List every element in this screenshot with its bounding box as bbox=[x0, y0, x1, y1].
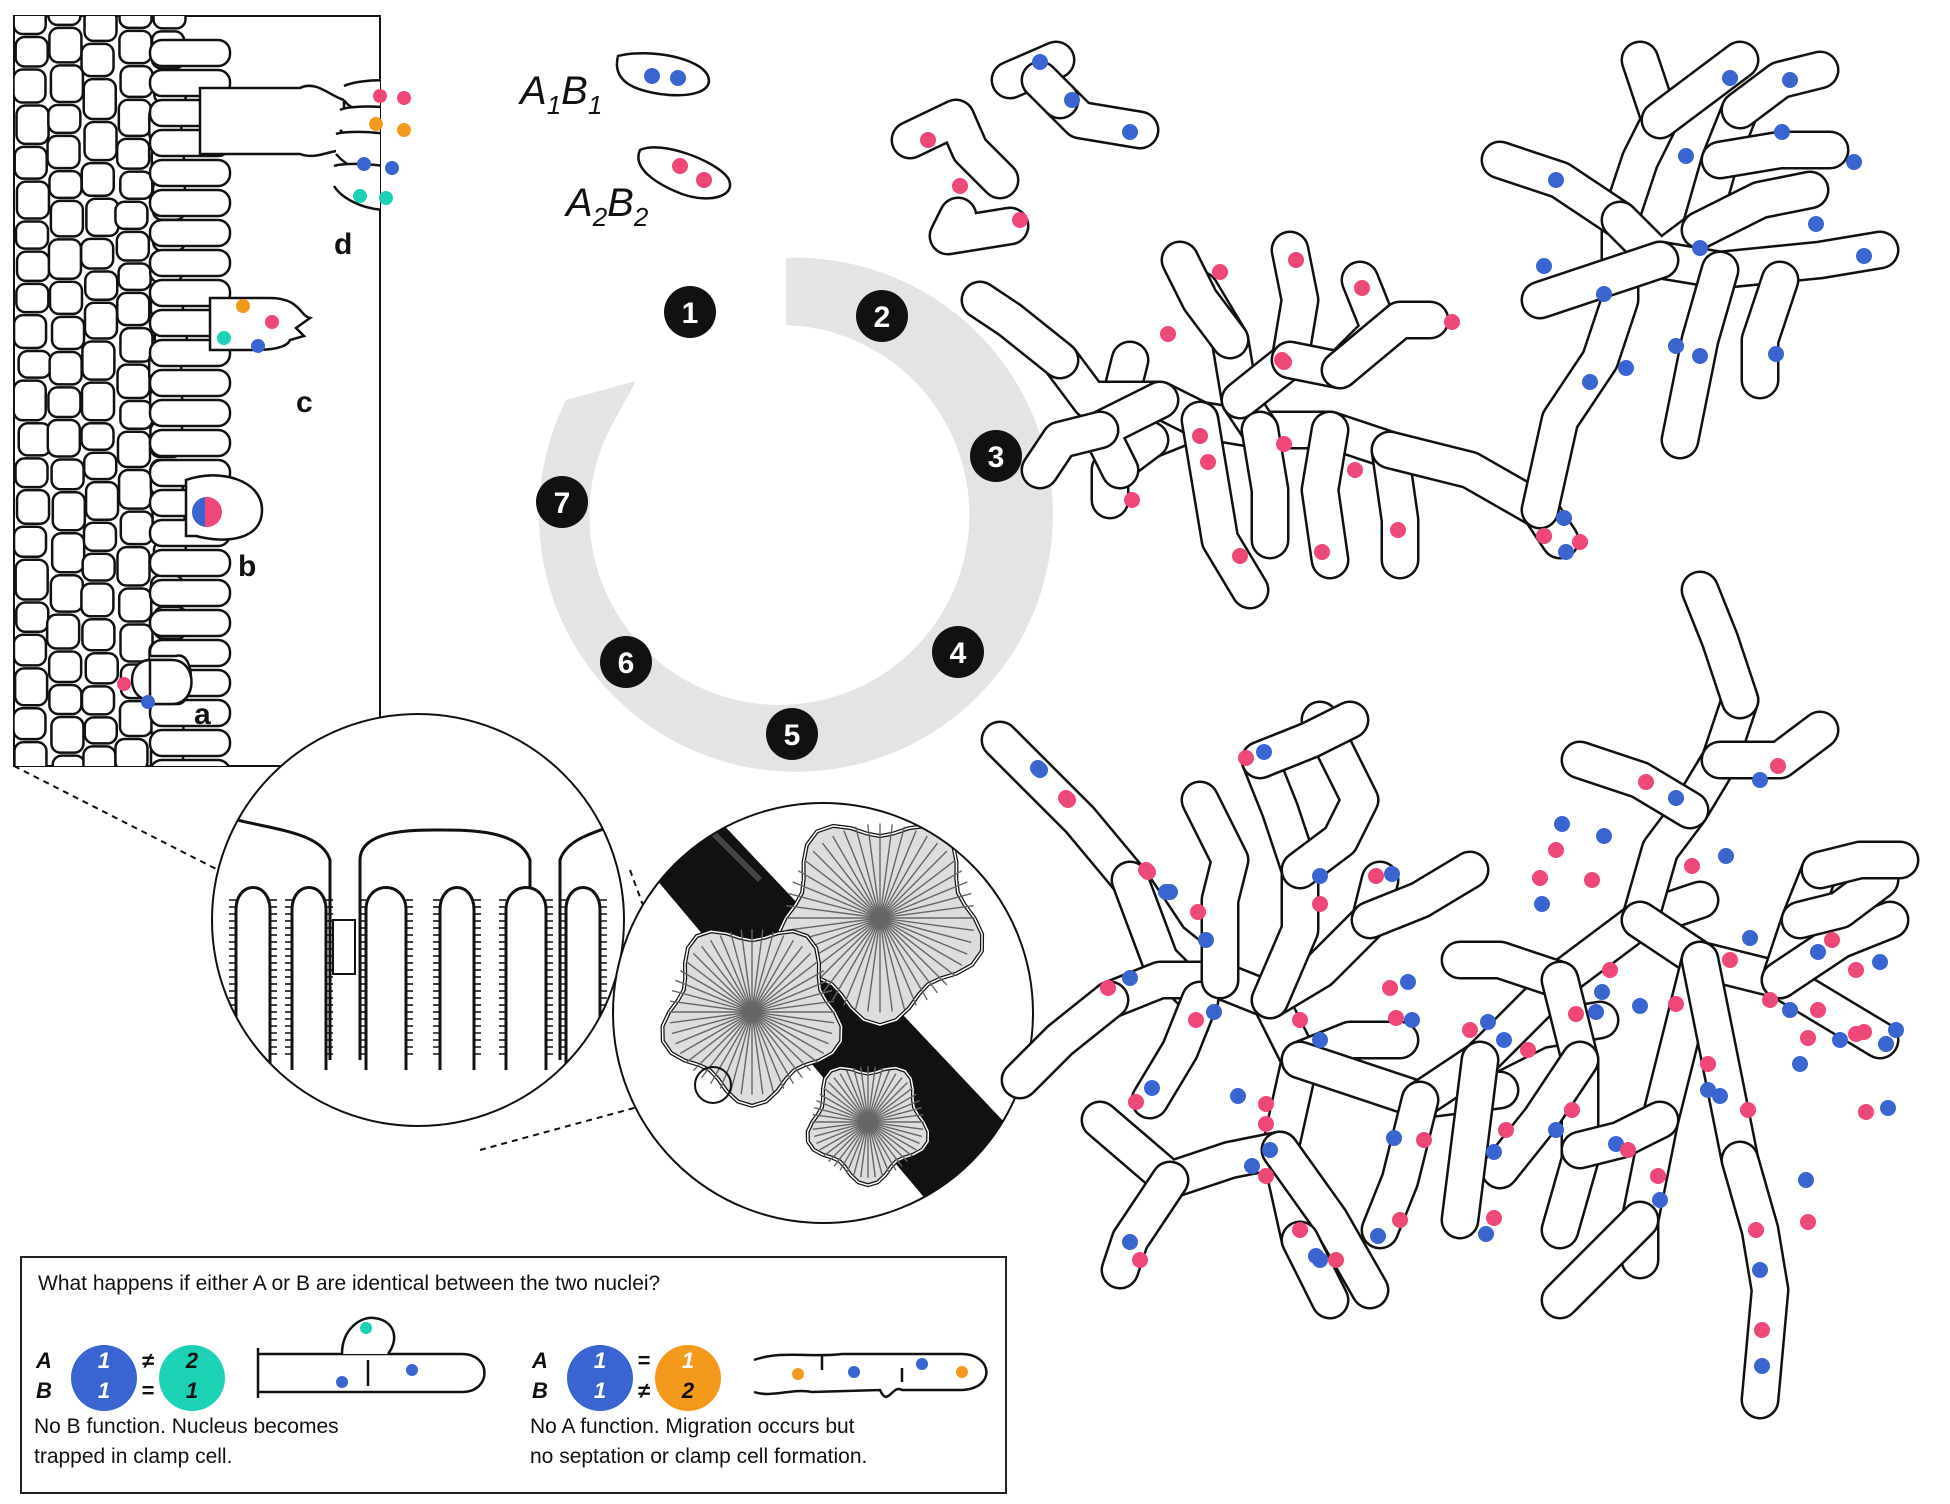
stage-marker-1: 1 bbox=[664, 286, 716, 338]
hyphae-network bbox=[890, 40, 1920, 1420]
mushroom-photo bbox=[612, 802, 1034, 1224]
svg-text:2: 2 bbox=[185, 1348, 199, 1373]
svg-text:B: B bbox=[532, 1378, 548, 1403]
stage-label: 5 bbox=[784, 719, 801, 752]
stage-markers: 1 2 3 4 5 6 7 bbox=[536, 286, 1022, 760]
svg-text:B: B bbox=[36, 1378, 52, 1403]
stage-label: 1 bbox=[682, 297, 699, 330]
case1-nucleus-blue bbox=[71, 1345, 137, 1411]
stage-marker-4: 4 bbox=[932, 626, 984, 678]
question-text: What happens if either A or B are identi… bbox=[38, 1272, 661, 1295]
svg-text:A2B2: A2B2 bbox=[564, 181, 649, 232]
letter-b: b bbox=[238, 550, 256, 583]
stage-marker-5: 5 bbox=[766, 708, 818, 760]
spore-2 bbox=[637, 146, 732, 200]
case1-caption: No B function. Nucleus becomes trapped i… bbox=[34, 1415, 339, 1468]
basidia-layer bbox=[130, 79, 380, 706]
stage-label: 6 bbox=[618, 647, 635, 680]
letter-c: c bbox=[296, 386, 313, 419]
life-cycle-ring: 1 2 3 4 5 6 7 bbox=[536, 257, 1053, 772]
svg-text:A: A bbox=[35, 1348, 52, 1373]
svg-text:1: 1 bbox=[98, 1378, 110, 1403]
stage-label: 7 bbox=[554, 487, 571, 520]
case1-hypha bbox=[256, 1316, 486, 1398]
info-graphics: A B 1 1 ≠ = 2 1 A B 1 1 = ≠ bbox=[35, 1316, 988, 1411]
genotype-labels: A1B1 A2B2 bbox=[518, 52, 732, 232]
inset-letters: a b c d bbox=[194, 228, 352, 731]
letter-d: d bbox=[334, 228, 352, 261]
letter-a: a bbox=[194, 698, 211, 731]
svg-text:≠: ≠ bbox=[142, 1348, 154, 1373]
hymenium-inset bbox=[13, 15, 381, 767]
svg-text:=: = bbox=[142, 1378, 155, 1403]
case2-genotype: A B 1 1 = ≠ 1 2 bbox=[531, 1345, 721, 1411]
svg-text:1: 1 bbox=[682, 1348, 694, 1373]
stage-marker-2: 2 bbox=[856, 290, 908, 342]
case2-hypha bbox=[753, 1352, 988, 1398]
svg-text:1: 1 bbox=[594, 1348, 606, 1373]
svg-text:1: 1 bbox=[186, 1378, 198, 1403]
svg-text:≠: ≠ bbox=[638, 1378, 650, 1403]
info-box: What happens if either A or B are identi… bbox=[20, 1256, 1007, 1494]
stage-label: 4 bbox=[950, 637, 967, 670]
nuclei bbox=[117, 54, 1904, 1374]
gill-cross-section bbox=[211, 713, 625, 1127]
case2-nucleus-blue bbox=[567, 1345, 633, 1411]
stage-label: 3 bbox=[988, 441, 1005, 474]
genotype1-a: A bbox=[518, 69, 547, 113]
tissue-cells bbox=[14, 16, 232, 766]
stage-marker-7: 7 bbox=[536, 476, 588, 528]
svg-text:1: 1 bbox=[98, 1348, 110, 1373]
genotype2-a: A bbox=[564, 181, 593, 225]
svg-text:=: = bbox=[638, 1348, 651, 1373]
stage-label: 2 bbox=[874, 301, 891, 334]
svg-text:1: 1 bbox=[594, 1378, 606, 1403]
svg-text:2: 2 bbox=[681, 1378, 695, 1403]
svg-text:A: A bbox=[531, 1348, 548, 1373]
case1-nucleus-teal bbox=[159, 1345, 225, 1411]
stage-marker-6: 6 bbox=[600, 636, 652, 688]
svg-text:A1B1: A1B1 bbox=[518, 69, 602, 120]
spore-1 bbox=[615, 52, 711, 97]
case2-nucleus-orange bbox=[655, 1345, 721, 1411]
case2-caption: No A function. Migration occurs but no s… bbox=[530, 1415, 868, 1468]
stage-marker-3: 3 bbox=[970, 430, 1022, 482]
case1-genotype: A B 1 1 ≠ = 2 1 bbox=[35, 1345, 225, 1411]
